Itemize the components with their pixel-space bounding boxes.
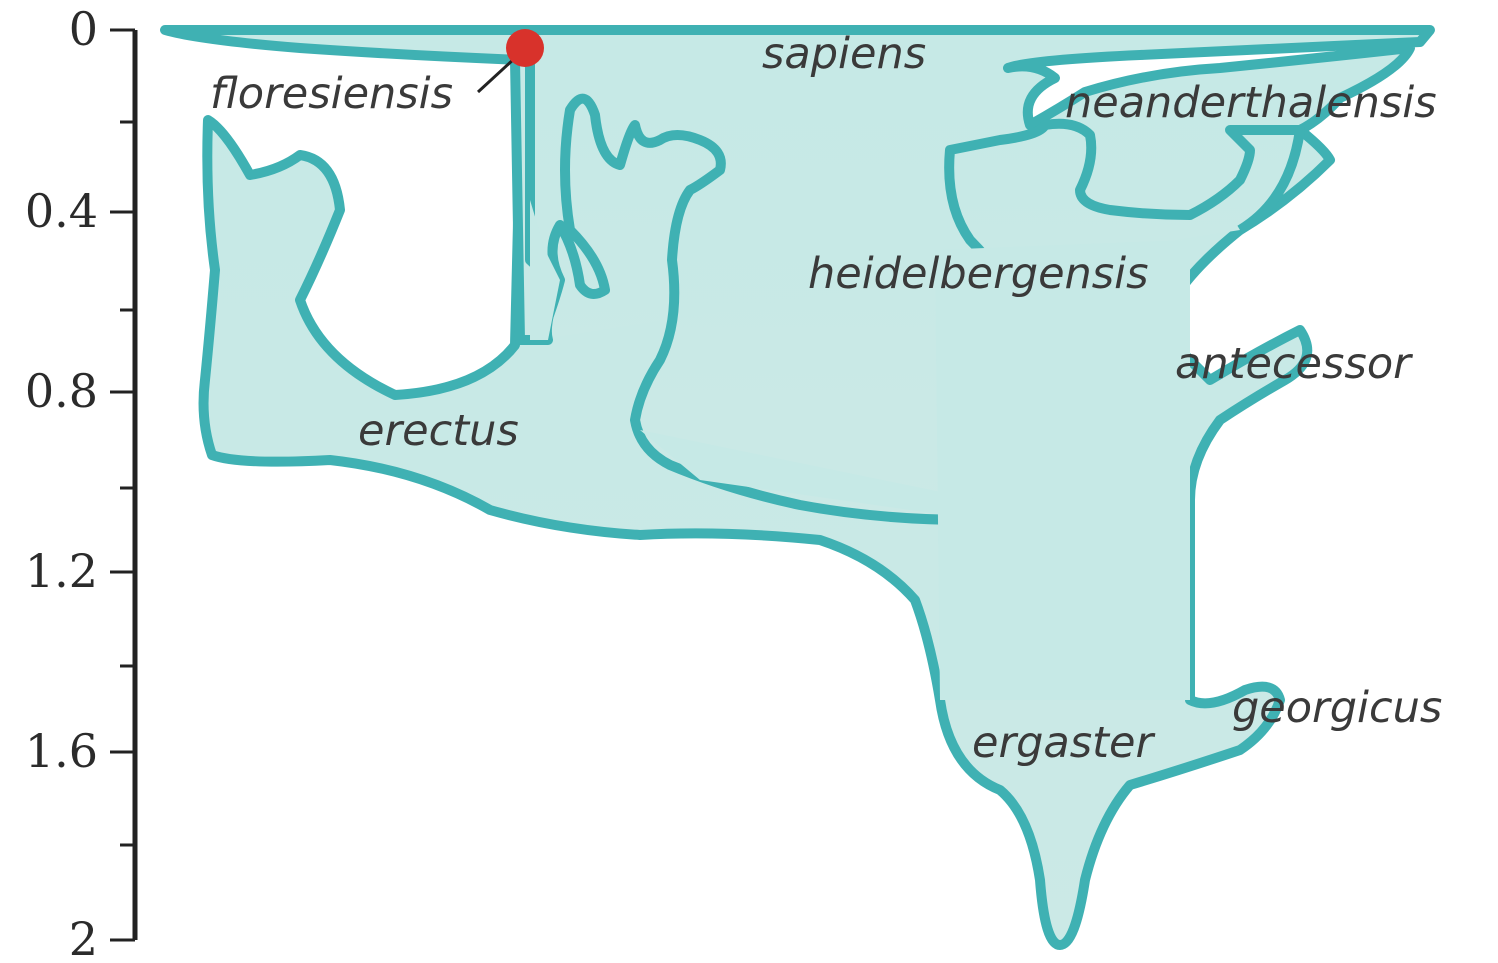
tick-label-0.8: 0.8 xyxy=(25,364,98,418)
y-axis: 0 0.4 0.8 1.2 1.6 2 xyxy=(25,2,135,963)
major-ticks xyxy=(110,30,135,940)
label-ergaster: ergaster xyxy=(972,718,1155,768)
label-neanderthalensis: neanderthalensis xyxy=(1065,78,1437,128)
tick-labels: 0 0.4 0.8 1.2 1.6 2 xyxy=(25,2,98,963)
tick-label-1.6: 1.6 xyxy=(25,724,98,778)
floresiensis-dot xyxy=(506,29,544,67)
tick-label-2: 2 xyxy=(69,912,98,963)
label-georgicus: georgicus xyxy=(1232,683,1442,733)
label-sapiens: sapiens xyxy=(762,29,926,79)
label-floresiensis: floresiensis xyxy=(210,69,453,119)
tick-label-0.4: 0.4 xyxy=(25,184,98,238)
label-antecessor: antecessor xyxy=(1175,339,1413,389)
label-erectus: erectus xyxy=(358,406,519,456)
label-heidelbergensis: heidelbergensis xyxy=(808,249,1149,299)
tick-label-1.2: 1.2 xyxy=(25,544,98,598)
tick-label-0: 0 xyxy=(69,2,98,56)
